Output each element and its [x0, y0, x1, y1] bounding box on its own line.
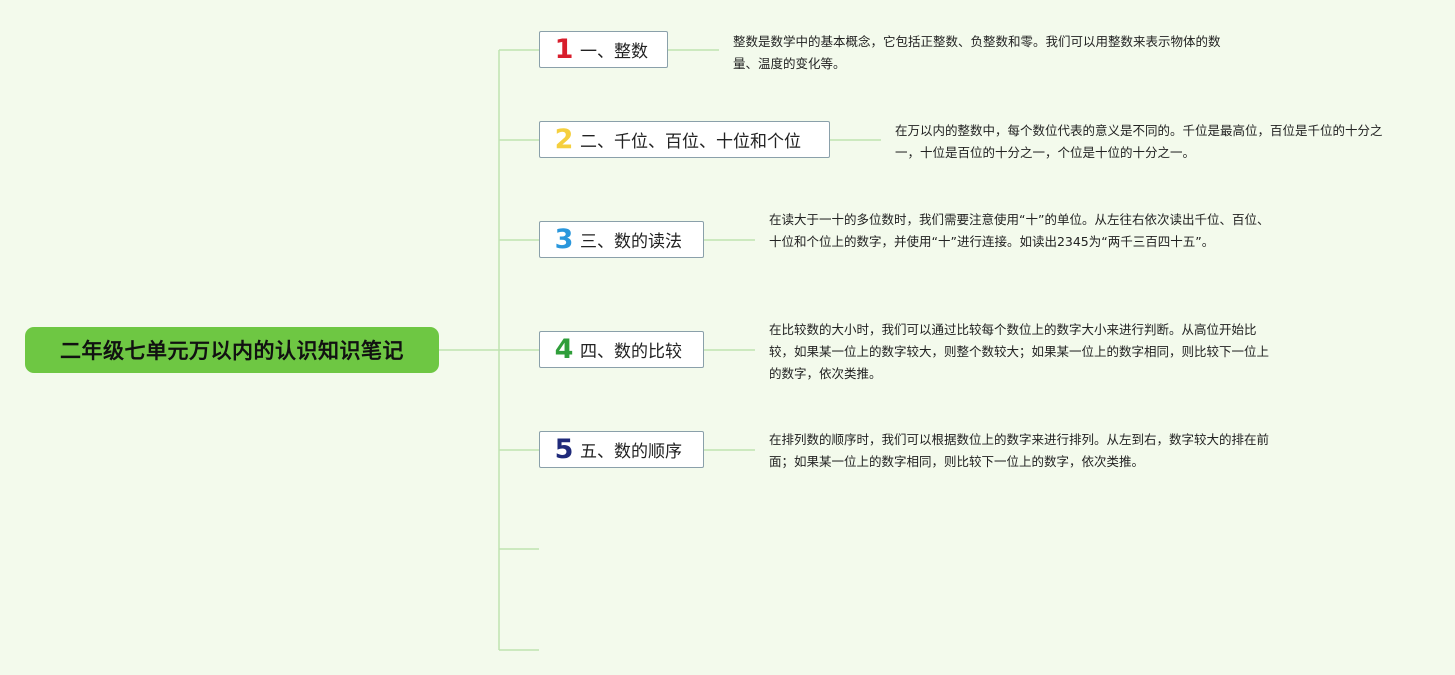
topic-5[interactable]: 5 五、数的顺序 — [539, 431, 704, 468]
topic-2-label: 二、千位、百位、十位和个位 — [580, 132, 801, 152]
topic-2[interactable]: 2 二、千位、百位、十位和个位 — [539, 121, 830, 158]
note-3: 在读大于一十的多位数时，我们需要注意使用“十”的单位。从左往右依次读出千位、百位… — [769, 212, 1270, 249]
note-2: 在万以内的整数中，每个数位代表的意义是不同的。千位是最高位，百位是千位的十分之一… — [895, 123, 1383, 160]
number-one-marker: 1 — [554, 34, 574, 65]
topic-3-label: 三、数的读法 — [580, 232, 682, 252]
topic-1-label: 一、整数 — [580, 42, 648, 62]
number-five-marker: 5 — [554, 434, 574, 465]
note-1: 整数是数学中的基本概念，它包括正整数、负整数和零。我们可以用整数来表示物体的数量… — [733, 34, 1221, 71]
root-title: 二年级七单元万以内的认识知识笔记 — [60, 339, 404, 363]
number-two-marker: 2 — [554, 124, 574, 155]
note-4: 在比较数的大小时，我们可以通过比较每个数位上的数字大小来进行判断。从高位开始比较… — [769, 322, 1270, 381]
topic-5-label: 五、数的顺序 — [580, 442, 682, 462]
topic-3[interactable]: 3 三、数的读法 — [539, 221, 704, 258]
topic-4-label: 四、数的比较 — [580, 342, 682, 362]
number-four-marker: 4 — [554, 334, 574, 365]
topic-4[interactable]: 4 四、数的比较 — [539, 331, 704, 368]
root-topic[interactable]: 二年级七单元万以内的认识知识笔记 — [25, 327, 439, 373]
note-5: 在排列数的顺序时，我们可以根据数位上的数字来进行排列。从左到右，数字较大的排在前… — [769, 432, 1270, 469]
topic-1[interactable]: 1 一、整数 — [539, 31, 668, 68]
number-three-marker: 3 — [554, 224, 574, 255]
